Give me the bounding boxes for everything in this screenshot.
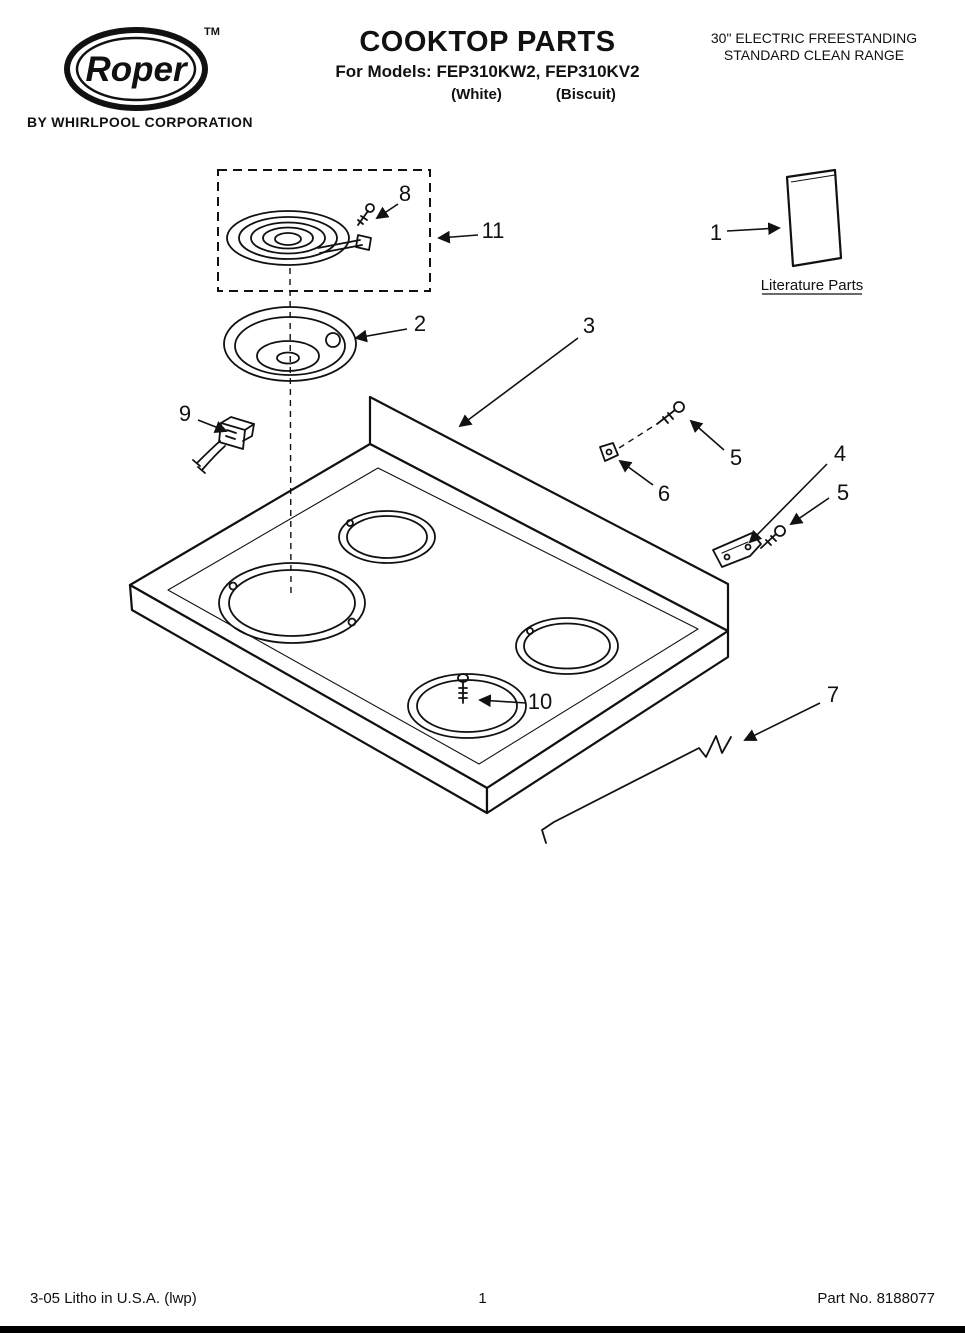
callout-1: 1 [710,220,722,245]
range-line-2: STANDARD CLEAN RANGE [723,47,905,63]
alignment-dashed-line [289,267,292,599]
wire-rod-7 [541,735,732,844]
litho-note: 3-05 Litho in U.S.A. (lwp) [30,1290,197,1307]
bracket-4 [712,532,762,568]
page-number: 1 [478,1290,487,1307]
scan-edge-bar [0,1326,965,1333]
terminal-block [192,416,255,474]
page-title: COOKTOP PARTS [359,26,616,58]
screw-5-right [760,525,786,549]
range-description: 30" ELECTRIC FREESTANDING STANDARD CLEAN… [694,30,934,64]
screw-clip-dashed-line [615,426,653,451]
clip-6 [599,442,619,462]
roper-logo-graphic: Roper TM [64,26,220,111]
page-footer: 3-05 Litho in U.S.A. (lwp) 1 Part No. 81… [0,1290,965,1314]
part-number: Part No. 8188077 [817,1290,935,1307]
callout-numbers: 1 2 3 4 5 5 6 7 8 9 10 11 [179,181,849,714]
cooktop-panel [128,395,730,815]
callout-3: 3 [583,313,595,338]
callout-6: 6 [658,481,670,506]
callout-7: 7 [827,682,839,707]
element-screw-8 [357,203,375,226]
callout-5-top: 5 [730,445,742,470]
literature-pack [785,168,843,268]
coil-element [226,210,372,266]
callout-10: 10 [528,689,552,714]
range-line-1: 30" ELECTRIC FREESTANDING [710,30,918,46]
callout-8: 8 [399,181,411,206]
screw-5-top [656,401,685,425]
color-biscuit: (Biscuit) [555,86,616,103]
brand-byline: BY WHIRLPOOL CORPORATION [27,114,253,130]
literature-parts-label: Literature Parts [761,277,864,294]
color-variants-line: (White) (Biscuit) [361,86,706,103]
trademark-mark: TM [204,26,220,38]
color-white: (White) [451,86,502,103]
callout-4: 4 [834,441,846,466]
callout-2: 2 [414,311,426,336]
callout-11: 11 [482,218,505,243]
element-dashed-box [217,169,431,292]
callout-5-right: 5 [837,480,849,505]
callout-9: 9 [179,401,191,426]
models-line: For Models: FEP310KW2, FEP310KV2 [335,62,640,81]
burner-screw-10 [457,673,469,704]
logo-text: Roper [85,50,189,89]
title-block: COOKTOP PARTS For Models: FEP310KW2, FEP… [315,26,660,103]
roper-logo: Roper TM [58,20,233,116]
callout-leaders [197,203,830,741]
drip-bowl [223,306,357,382]
